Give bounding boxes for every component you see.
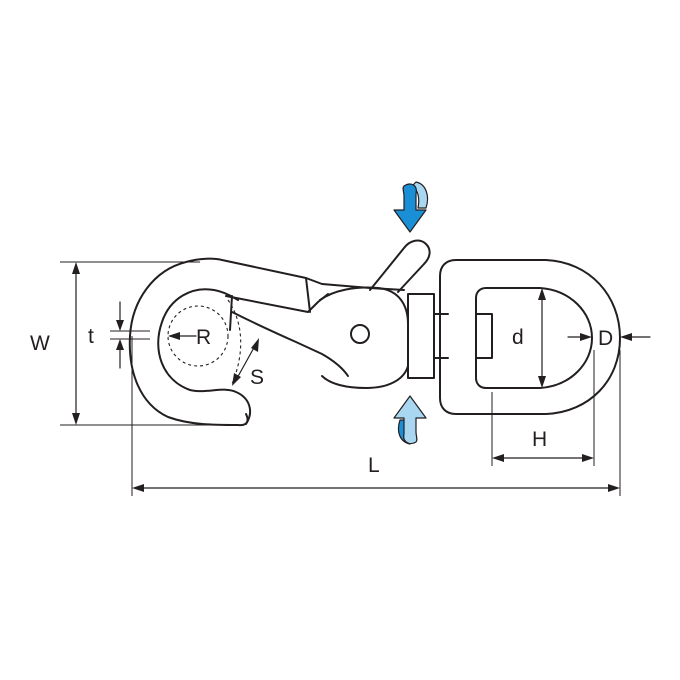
label-L: L xyxy=(368,454,380,477)
curved-up-arrow-front xyxy=(393,395,427,445)
dimension-R: R xyxy=(168,326,211,349)
curved-down-arrow-icon xyxy=(393,181,429,233)
S-arrow-top xyxy=(251,338,259,352)
pivot-hub xyxy=(319,286,449,389)
gate-opening-dashed-arc xyxy=(227,299,242,385)
dimension-S: S xyxy=(232,338,264,389)
thumb-lever xyxy=(369,239,431,293)
eye-outer-outline xyxy=(439,259,621,415)
eye-inner-outline xyxy=(475,287,593,389)
R-arrow xyxy=(168,332,180,340)
dimension-t: t xyxy=(88,301,150,369)
d-arrow-top xyxy=(538,288,546,300)
D-arrow-right xyxy=(620,333,632,341)
L-arrow-left xyxy=(132,484,144,492)
hook-inner-outline xyxy=(157,288,252,425)
dimension-W: W xyxy=(30,261,238,426)
radius-dashed-circle xyxy=(167,305,229,367)
label-R: R xyxy=(196,326,211,349)
t-arrow-bottom xyxy=(116,339,124,350)
label-S: S xyxy=(250,366,264,389)
dimension-L: L xyxy=(131,336,621,496)
S-dim-line xyxy=(235,343,257,381)
D-arrow-left xyxy=(580,333,592,341)
hub-outline xyxy=(319,286,409,389)
hook-tip-outline xyxy=(237,413,249,427)
dimension-d: d xyxy=(512,288,546,388)
swivel-collar xyxy=(407,293,435,379)
t-arrow-top xyxy=(116,320,124,331)
H-arrow-right xyxy=(582,454,594,462)
label-W: W xyxy=(30,332,50,355)
dimension-D: D xyxy=(567,327,651,350)
label-d: d xyxy=(512,326,524,349)
latch-side-line xyxy=(229,295,233,331)
label-D: D xyxy=(598,327,613,350)
label-t: t xyxy=(88,325,94,348)
dimension-H: H xyxy=(491,350,595,466)
latch-lower-edge xyxy=(231,311,349,377)
S-arrow-bottom xyxy=(232,373,241,386)
label-H: H xyxy=(532,428,547,451)
latch-upper-edge xyxy=(225,293,329,313)
d-arrow-bottom xyxy=(538,376,546,388)
latch-gate xyxy=(225,277,349,377)
W-arrow-bottom xyxy=(72,413,80,425)
curved-down-arrow-front xyxy=(393,183,427,233)
L-arrow-right xyxy=(608,484,620,492)
W-arrow-top xyxy=(72,262,80,274)
swivel-eye xyxy=(439,259,621,415)
curved-up-arrow-icon xyxy=(393,395,427,445)
H-arrow-left xyxy=(492,454,504,462)
latch-fold-line xyxy=(305,277,311,313)
pivot-rivet xyxy=(350,324,370,344)
eye-inner-block xyxy=(475,313,493,359)
